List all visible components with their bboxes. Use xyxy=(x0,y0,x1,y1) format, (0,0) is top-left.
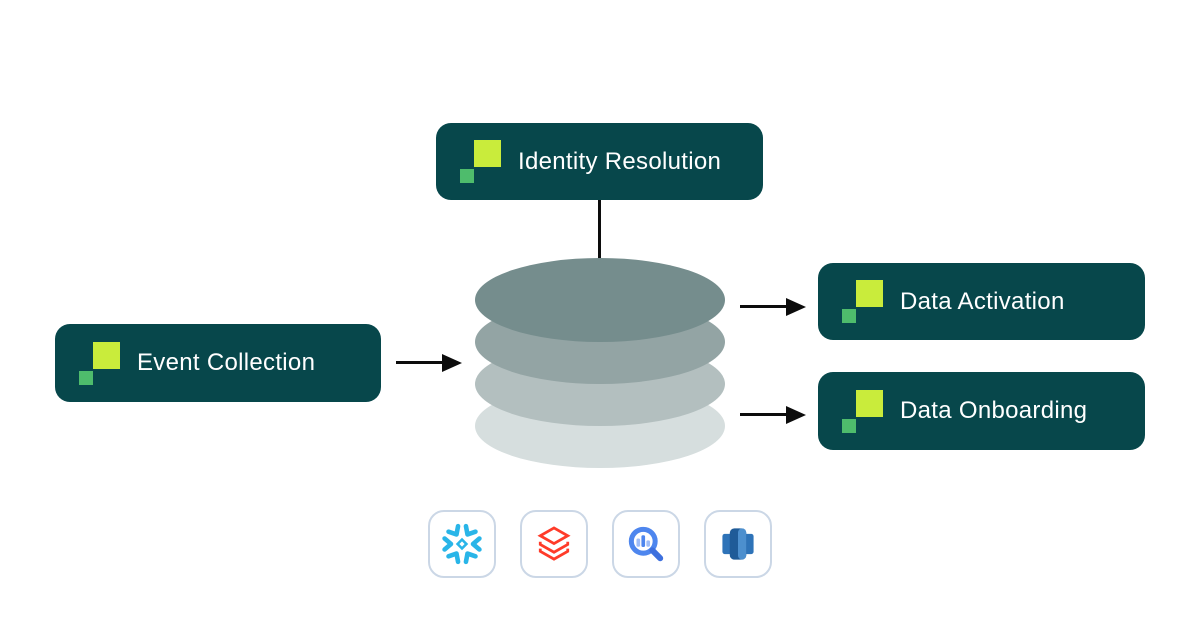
arrow-warehouse-to-activation xyxy=(740,297,806,316)
redshift-icon xyxy=(722,528,754,560)
logo-square-large xyxy=(856,389,883,417)
logo-square-small xyxy=(460,169,474,183)
connector-identity-to-warehouse xyxy=(598,200,601,260)
node-label: Data Onboarding xyxy=(900,397,1088,424)
tile-bigquery xyxy=(612,510,680,578)
node-label: Data Activation xyxy=(900,287,1065,315)
tile-databricks xyxy=(520,510,588,578)
logo-square-small xyxy=(842,309,856,323)
two-squares-logo-icon xyxy=(842,280,883,323)
logo-square-small xyxy=(79,370,93,385)
two-squares-logo-icon xyxy=(460,140,501,183)
arrow-event-to-warehouse xyxy=(396,353,462,372)
node-label: Identity Resolution xyxy=(518,147,722,175)
tile-redshift xyxy=(704,510,772,578)
tile-snowflake xyxy=(428,510,496,578)
snowflake-icon xyxy=(442,523,482,565)
node-label: Event Collection xyxy=(137,349,316,376)
logo-square-large xyxy=(93,341,120,369)
logo-square-large xyxy=(856,280,883,307)
logo-square-large xyxy=(474,140,501,167)
two-squares-logo-icon xyxy=(842,389,883,433)
node-event-collection: Event Collection xyxy=(55,324,381,402)
node-data-onboarding: Data Onboarding xyxy=(818,372,1145,450)
bigquery-icon xyxy=(628,526,664,562)
node-data-activation: Data Activation xyxy=(818,263,1145,340)
databricks-icon xyxy=(537,526,571,561)
node-identity-resolution: Identity Resolution xyxy=(436,123,763,200)
arrow-warehouse-to-onboarding xyxy=(740,405,806,424)
warehouse-cylinder-layer-1 xyxy=(475,258,725,342)
two-squares-logo-icon xyxy=(79,341,120,385)
logo-square-small xyxy=(842,418,856,433)
